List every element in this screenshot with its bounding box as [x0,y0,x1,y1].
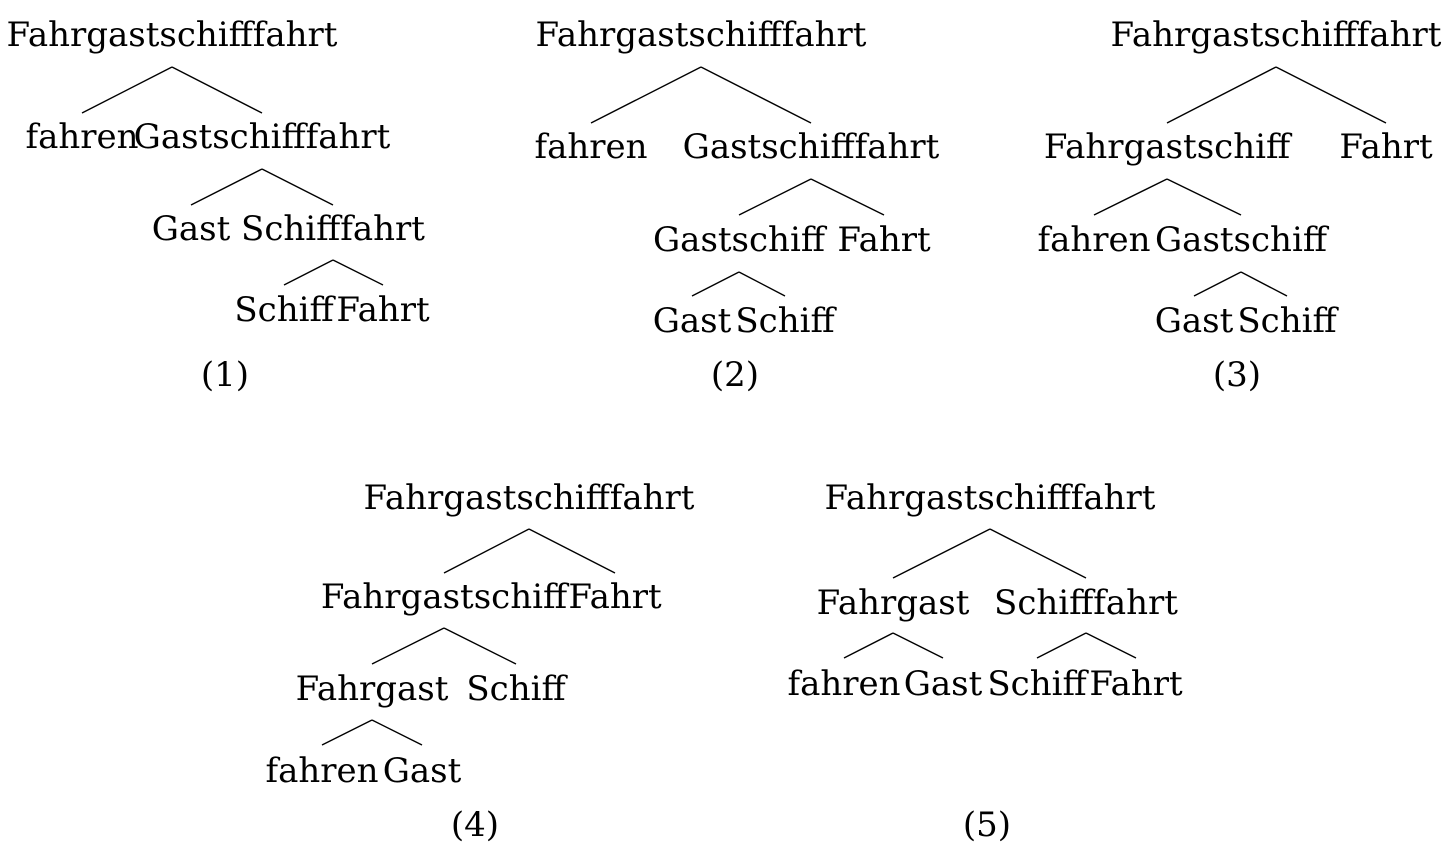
edge-t5-n2-n6 [1085,632,1137,659]
edge-t5-n1-n4 [892,632,944,659]
edge-t1-n0-n1 [81,66,173,114]
tree-1-node: Schiff [234,290,336,330]
tree-1-node: Gastschifffahrt [134,117,391,157]
tree-3-node: Fahrt [1339,127,1433,167]
edge-t3-n0-n1 [1166,66,1277,124]
edge-t3-n4-n6 [1240,271,1288,297]
tree-3-node: Fahrgastschiff [1044,127,1293,167]
tree-2-node: fahren [534,127,647,167]
edge-t2-n2-n3 [738,178,812,216]
tree-5-node: Fahrgast [817,583,970,623]
tree-5-node: Schifffahrt [994,583,1178,623]
tree-4-node: Fahrt [568,577,662,617]
edge-t5-n0-n1 [892,528,991,579]
tree-1: Fahrgastschifffahrt fahren Gastschifffah… [7,15,430,395]
tree-3-node: Gastschiff [1155,220,1330,260]
tree-5-node: Schiff [987,664,1089,704]
tree-2-node: Gastschifffahrt [683,127,940,167]
tree-4: Fahrgastschifffahrt Fahrgastschiff Fahrt… [265,478,694,845]
tree-5-node-root: Fahrgastschifffahrt [825,478,1156,518]
tree-2-node: Gastschiff [653,220,828,260]
tree-4-node-root: Fahrgastschifffahrt [364,478,695,518]
edge-t2-n2-n4 [810,178,885,216]
edge-t4-n3-n6 [371,719,423,746]
tree-4-caption: (4) [451,805,499,845]
edge-t1-n0-n2 [171,66,263,114]
tree-4-node: Schiff [466,669,568,709]
tree-2-node: Schiff [735,301,837,341]
tree-3-node: Schiff [1237,301,1339,341]
edge-t3-n0-n2 [1275,66,1387,124]
edge-t4-n0-n2 [528,528,616,574]
tree-1-node: Fahrt [336,290,430,330]
edge-t4-n3-n5 [321,719,373,746]
tree-3-caption: (3) [1213,355,1261,395]
tree-4-node: Gast [383,751,462,791]
edge-t1-n4-n6 [332,259,384,286]
tree-2-caption: (2) [711,355,759,395]
edge-t4-n1-n4 [443,627,517,665]
tree-2-node: Gast [653,301,732,341]
tree-3-node-root: Fahrgastschifffahrt [1111,15,1442,55]
edge-t2-n0-n2 [700,66,812,124]
tree-5-caption: (5) [963,805,1011,845]
tree-2-node: Fahrt [837,220,931,260]
tree-4-node: fahren [265,751,378,791]
tree-5-node: Fahrt [1089,664,1183,704]
edge-t5-n2-n5 [1036,632,1087,659]
tree-1-node: Schifffahrt [241,209,425,249]
tree-3: Fahrgastschifffahrt Fahrgastschiff Fahrt… [1037,15,1441,395]
edge-t1-n2-n4 [261,168,334,206]
tree-4-node: Fahrgast [296,669,449,709]
tree-3-node: Gast [1155,301,1234,341]
edge-t5-n1-n3 [843,632,894,659]
edge-t4-n0-n1 [443,528,530,574]
edge-t3-n1-n4 [1166,178,1242,216]
tree-2-node-root: Fahrgastschifffahrt [536,15,867,55]
tree-1-node-root: Fahrgastschifffahrt [7,15,338,55]
tree-1-node: fahren [25,117,138,157]
edge-t1-n4-n5 [283,259,334,286]
tree-3-node: fahren [1037,220,1150,260]
edge-t2-n0-n1 [590,66,702,124]
tree-2: Fahrgastschifffahrt fahren Gastschifffah… [534,15,939,395]
tree-1-caption: (1) [201,355,249,395]
tree-4-node: Fahrgastschiff [321,577,570,617]
edge-t2-n3-n6 [738,271,786,297]
edge-t1-n2-n3 [190,168,263,206]
tree-5-node: fahren [787,664,900,704]
edge-t3-n1-n3 [1093,178,1168,216]
tree-5-node: Gast [904,664,983,704]
edge-t2-n3-n5 [691,271,740,297]
tree-5: Fahrgastschifffahrt Fahrgast Schifffahrt… [787,478,1183,845]
edge-t5-n0-n2 [989,528,1087,579]
edge-t4-n1-n3 [371,627,445,665]
edge-t3-n4-n5 [1193,271,1242,297]
tree-1-node: Gast [152,209,231,249]
